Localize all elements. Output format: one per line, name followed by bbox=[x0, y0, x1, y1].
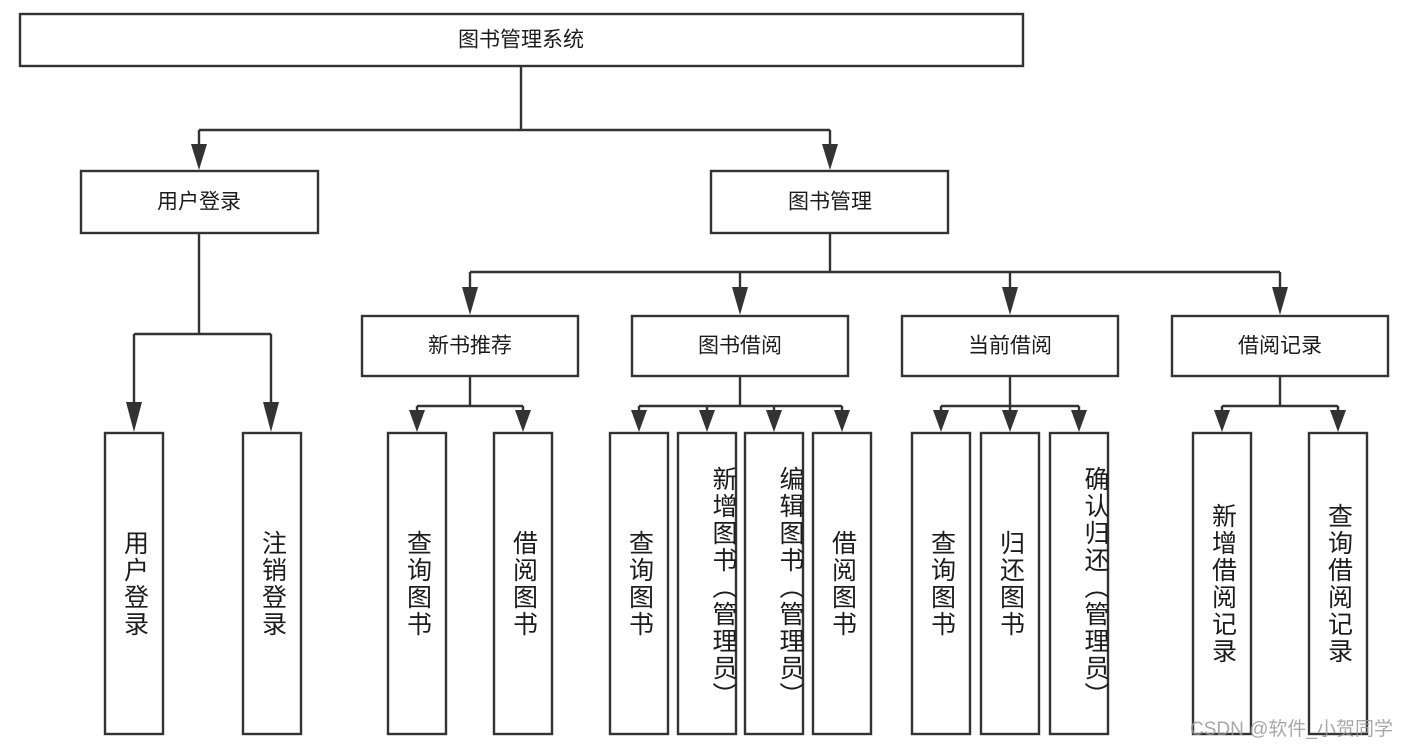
leaf-box-logout-login[interactable] bbox=[241, 431, 303, 736]
node-new-book-recommend[interactable]: 新书推荐 bbox=[360, 314, 580, 378]
node-root[interactable]: 图书管理系统 bbox=[18, 12, 1025, 68]
connector-newbook-to-leaves bbox=[409, 376, 531, 432]
watermark-text: CSDN @软件_小贺同学 bbox=[1190, 719, 1393, 740]
connector-bookmanage-to-level3 bbox=[462, 233, 1288, 315]
node-root-label: 图书管理系统 bbox=[458, 29, 584, 52]
leaf-box-add-record[interactable] bbox=[1191, 431, 1253, 736]
node-book-manage-label: 图书管理 bbox=[788, 191, 872, 214]
connector-bookborrow-to-leaves bbox=[631, 376, 850, 432]
node-current-borrow-label: 当前借阅 bbox=[968, 335, 1052, 358]
leaf-box-confirm-return[interactable] bbox=[1048, 431, 1110, 736]
leaf-boxes bbox=[103, 431, 1369, 736]
node-user-login-label: 用户登录 bbox=[157, 191, 241, 214]
connector-currentborrow-to-leaves bbox=[933, 376, 1087, 432]
leaf-box-add-book[interactable] bbox=[676, 431, 738, 736]
connector-userlogin-to-leaves bbox=[126, 233, 279, 432]
node-borrow-record-label: 借阅记录 bbox=[1238, 335, 1322, 358]
node-book-borrow-label: 图书借阅 bbox=[698, 335, 782, 358]
leaf-box-query-book-1[interactable] bbox=[386, 431, 448, 736]
node-user-login[interactable]: 用户登录 bbox=[79, 169, 320, 235]
node-new-book-recommend-label: 新书推荐 bbox=[428, 335, 512, 358]
connector-root-to-level2 bbox=[191, 66, 838, 170]
leaf-box-user-login[interactable] bbox=[103, 431, 165, 736]
leaf-box-borrow-book-2[interactable] bbox=[811, 431, 873, 736]
leaf-box-edit-book[interactable] bbox=[743, 431, 805, 736]
node-book-manage[interactable]: 图书管理 bbox=[709, 169, 950, 235]
connector-borrowrecord-to-leaves bbox=[1214, 376, 1346, 432]
node-book-borrow[interactable]: 图书借阅 bbox=[630, 314, 850, 378]
leaf-box-query-book-2[interactable] bbox=[608, 431, 670, 736]
leaf-box-return-book[interactable] bbox=[979, 431, 1041, 736]
leaf-box-borrow-book-1[interactable] bbox=[492, 431, 554, 736]
leaf-box-query-book-3[interactable] bbox=[910, 431, 972, 736]
leaf-box-query-record[interactable] bbox=[1307, 431, 1369, 736]
node-borrow-record[interactable]: 借阅记录 bbox=[1170, 314, 1390, 378]
node-current-borrow[interactable]: 当前借阅 bbox=[900, 314, 1120, 378]
